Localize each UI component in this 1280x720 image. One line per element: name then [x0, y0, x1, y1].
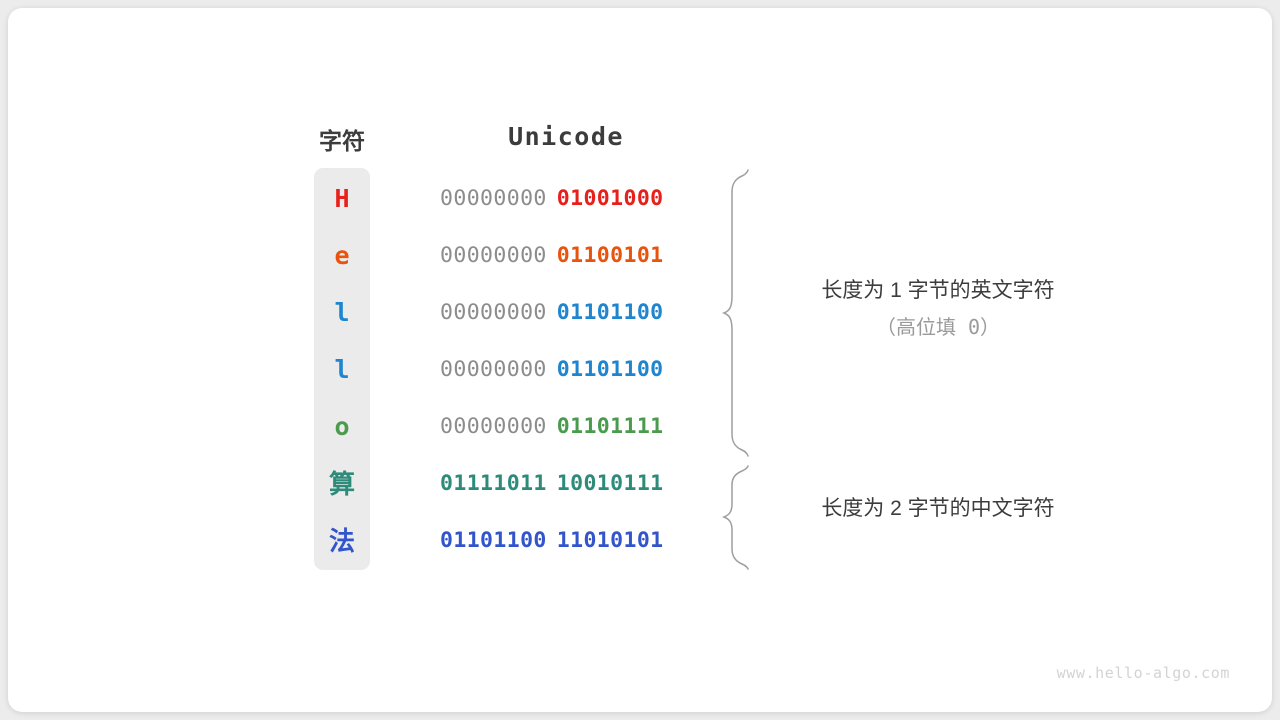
unicode-low-byte: 10010111	[556, 471, 664, 496]
note-one-byte-subtext: （高位填 0）	[875, 315, 1001, 339]
column-header-character: 字符	[319, 128, 365, 154]
character-column-background	[314, 168, 370, 570]
unicode-high-byte: 00000000	[440, 414, 547, 439]
unicode-binary-row: 00000000 01101100	[440, 355, 692, 385]
unicode-binary-row: 01101100 11010101	[440, 526, 692, 556]
character-cell: 算	[328, 469, 355, 499]
unicode-binary-row: 00000000 01100101	[440, 241, 692, 271]
unicode-high-byte: 01101100	[440, 528, 547, 553]
unicode-high-byte: 00000000	[440, 300, 547, 325]
watermark-url: www.hello-algo.com	[1056, 664, 1230, 682]
unicode-low-byte: 11010101	[556, 528, 664, 553]
unicode-binary-row: 00000000 01101111	[440, 412, 692, 442]
unicode-high-byte: 00000000	[440, 243, 547, 268]
unicode-binary-row: 01111011 10010111	[440, 469, 692, 499]
unicode-low-byte: 01100101	[556, 243, 664, 268]
note-one-byte-text: 长度为 1 字节的英文字符	[821, 279, 1055, 302]
column-header-unicode: Unicode	[508, 122, 624, 151]
unicode-low-byte: 01101100	[556, 300, 664, 325]
character-cell: e	[334, 241, 350, 270]
character-cell: 法	[328, 526, 355, 556]
brace-two-byte	[722, 465, 749, 570]
brace-one-byte	[722, 169, 749, 457]
unicode-binary-row: 00000000 01101100	[440, 298, 692, 328]
character-cell: H	[334, 184, 350, 213]
unicode-high-byte: 00000000	[440, 357, 547, 382]
unicode-high-byte: 01111011	[440, 471, 547, 496]
unicode-low-byte: 01101100	[556, 357, 664, 382]
unicode-low-byte: 01001000	[556, 186, 664, 211]
unicode-binary-row: 00000000 01001000	[440, 184, 692, 214]
character-cell: l	[334, 355, 350, 384]
character-cell: l	[334, 298, 350, 327]
unicode-high-byte: 00000000	[440, 186, 547, 211]
note-two-byte: 长度为 2 字节的中文字符	[778, 491, 1098, 527]
note-one-byte: 长度为 1 字节的英文字符 （高位填 0）	[778, 273, 1098, 345]
note-two-byte-text: 长度为 2 字节的中文字符	[821, 497, 1055, 520]
character-cell: o	[334, 412, 350, 441]
unicode-low-byte: 01101111	[556, 414, 664, 439]
